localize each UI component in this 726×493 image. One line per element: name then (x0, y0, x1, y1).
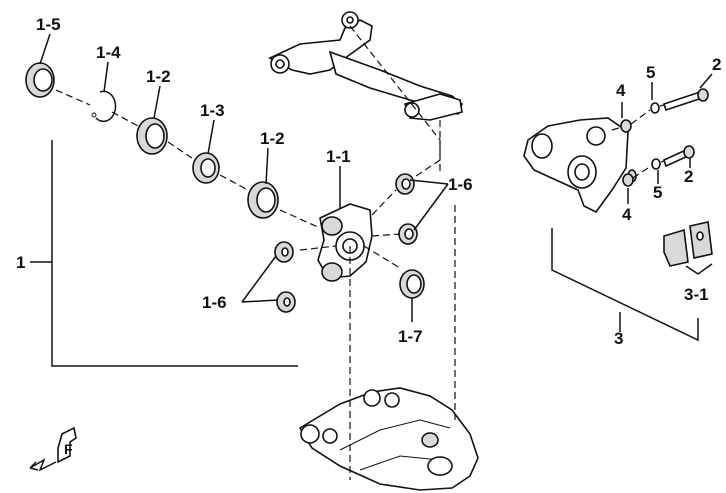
callout-1-2-upper: 1-2 (146, 67, 171, 86)
callout-1-6-right: 1-6 (448, 175, 473, 194)
front-marker-label: F (64, 441, 73, 457)
snap-ring-1-4 (91, 90, 117, 123)
callout-1-2-lower: 1-2 (260, 129, 285, 148)
callout-5-lower: 5 (653, 183, 662, 202)
callout-1: 1 (16, 253, 25, 272)
front-direction-icon: F (29, 426, 77, 472)
o-ring-5-upper (650, 102, 660, 114)
bearing-1-2-lower (247, 181, 279, 219)
washer-4-upper (620, 119, 632, 133)
callout-1-4: 1-4 (96, 43, 121, 62)
bracket-3 (551, 228, 699, 342)
seal-1-7 (399, 269, 425, 299)
callout-3: 3 (614, 329, 623, 348)
bearing-1-2-upper (136, 117, 168, 155)
upper-a-arm (268, 11, 463, 121)
callout-1-1: 1-1 (326, 147, 351, 166)
washer-4-lower (622, 173, 634, 187)
washer-1-6-b (276, 291, 296, 313)
callout-1-5: 1-5 (36, 15, 61, 34)
spacer-1-3 (192, 152, 220, 184)
callout-2-lower: 2 (684, 167, 693, 186)
callout-1-3: 1-3 (200, 101, 225, 120)
callout-1-6-left: 1-6 (202, 293, 227, 312)
o-ring-5-lower (651, 158, 661, 170)
brake-caliper (523, 117, 637, 214)
washer-1-6-a (274, 241, 294, 263)
bolt-2-upper (662, 88, 709, 112)
callout-2-upper: 2 (712, 55, 721, 74)
bolt-2-lower (663, 145, 695, 168)
oil-seal-1-5 (25, 62, 55, 98)
callout-4-upper: 4 (616, 81, 626, 100)
callout-3-1: 3-1 (684, 285, 709, 304)
brake-pads-3-1 (663, 221, 713, 267)
callout-5-upper: 5 (646, 63, 655, 82)
bracket-1 (51, 140, 298, 367)
bushing-1-6-b (398, 223, 418, 245)
bushing-1-6-a (395, 173, 415, 195)
knuckle-1-1 (317, 203, 373, 282)
callout-1-7: 1-7 (398, 327, 423, 346)
lower-a-arm (298, 387, 479, 491)
callout-4-lower: 4 (622, 205, 632, 224)
